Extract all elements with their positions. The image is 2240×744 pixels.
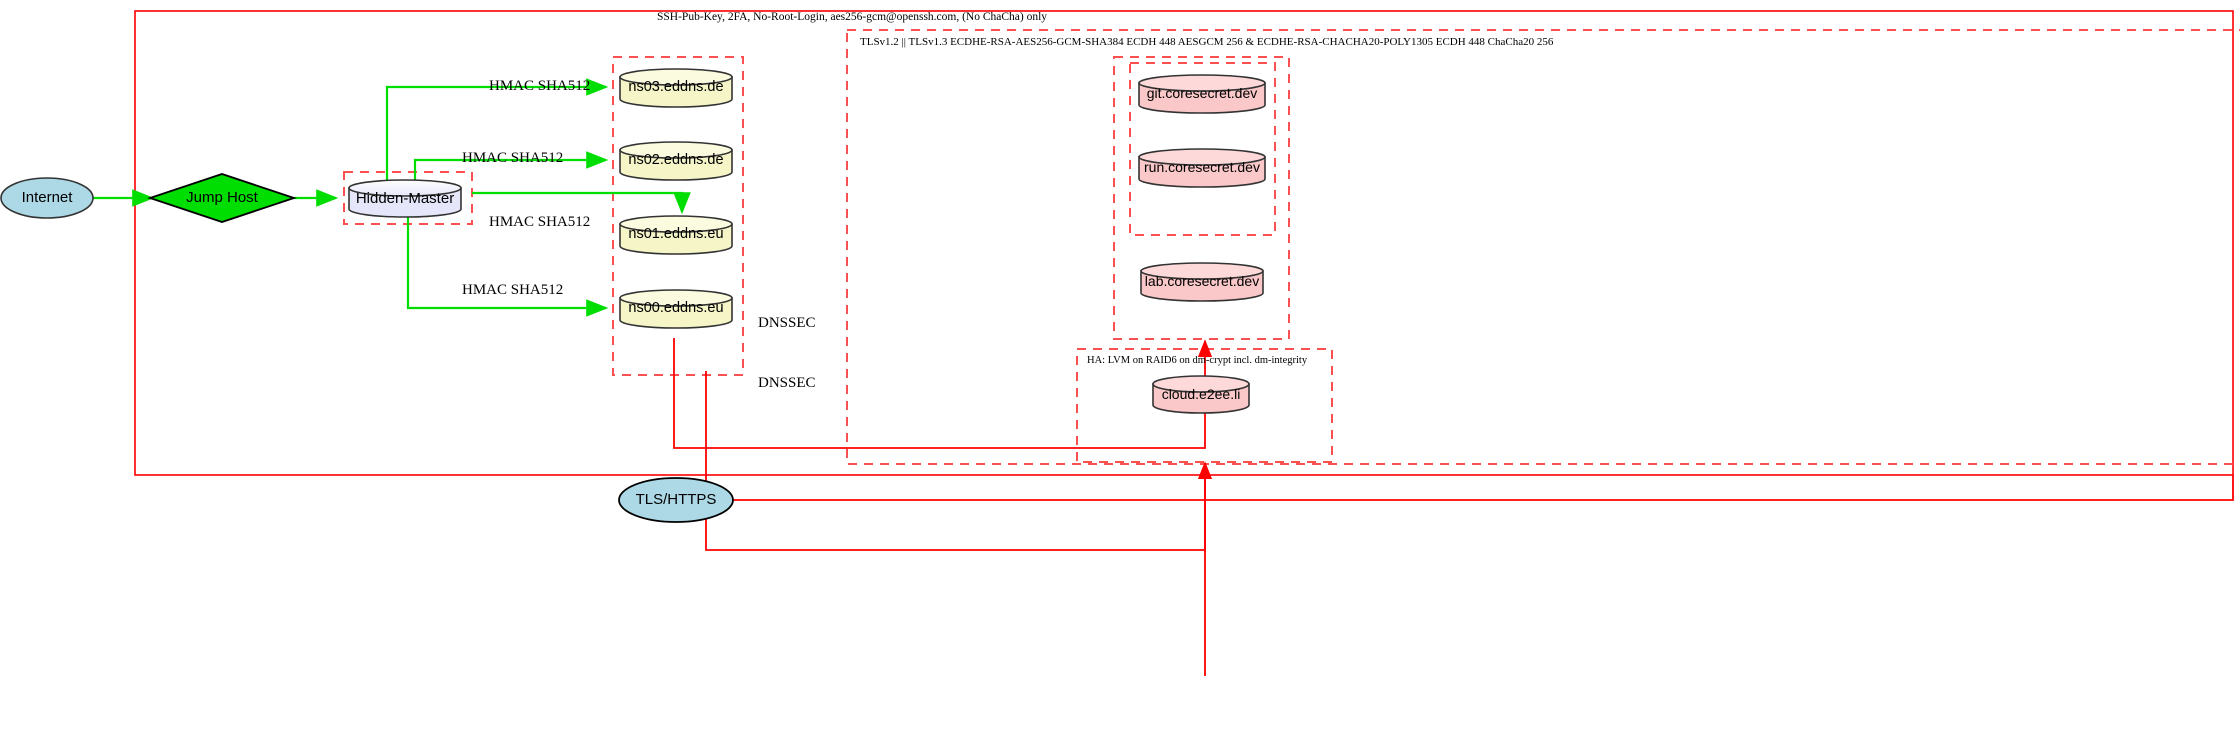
edge-hiddenmaster-ns03	[385, 78, 609, 182]
node-label-ns03: ns03.eddns.de	[628, 79, 724, 95]
ssh-zone-note: SSH-Pub-Key, 2FA, No-Root-Login, aes256-…	[657, 11, 1048, 23]
node-label-cloud-e2ee: cloud.e2ee.li	[1161, 386, 1241, 402]
node-ns03[interactable]	[619, 68, 733, 108]
node-label-run-coresecret: run.coresecret.dev	[1144, 159, 1260, 175]
node-lab-coresecret[interactable]	[1140, 262, 1264, 302]
node-internet[interactable]	[0, 177, 94, 219]
edge-label-hmac-1: HMAC SHA512	[489, 78, 591, 94]
edge-label-dnssec-1: DNSSEC	[758, 315, 816, 331]
edge-dnssec-ha-cloud	[705, 371, 1213, 551]
node-label-hidden-master: Hidden-Master	[355, 190, 455, 207]
edge-label-hmac-4: HMAC SHA512	[462, 282, 564, 298]
node-ns02[interactable]	[619, 141, 733, 181]
node-ns01[interactable]	[619, 215, 733, 255]
node-label-lab-coresecret: lab.coresecret.dev	[1144, 273, 1260, 289]
edge-hiddenmaster-ns00	[406, 214, 609, 317]
ha-cloud-dashed-box	[1076, 348, 1333, 463]
node-cloud-e2ee[interactable]	[1152, 375, 1250, 414]
node-tls-https[interactable]	[618, 477, 734, 523]
edge-hiddenmaster-ns01	[472, 191, 691, 215]
node-label-ns02: ns02.eddns.de	[628, 152, 724, 168]
node-git-coresecret[interactable]	[1138, 74, 1266, 114]
tls-zone-note: TLSv1.2 || TLSv1.3 ECDHE-RSA-AES256-GCM-…	[860, 36, 1554, 48]
node-run-coresecret[interactable]	[1138, 148, 1266, 188]
node-hidden-master[interactable]	[348, 179, 462, 218]
node-label-internet: Internet	[21, 189, 73, 206]
edge-tlshttps-right	[733, 475, 2234, 501]
edge-label-hmac-3: HMAC SHA512	[489, 214, 591, 230]
node-label-jump-host: Jump Host	[186, 189, 258, 206]
ha-cloud-note: HA: LVM on RAID6 on dm-crypt incl. dm-in…	[1087, 355, 1308, 366]
coresecret-outer-dashed-box	[1113, 56, 1290, 340]
node-ns00[interactable]	[619, 289, 733, 329]
ssh-zone-frame	[134, 10, 2234, 476]
coresecret-inner-dashed-box	[1129, 62, 1276, 236]
edge-label-hmac-2: HMAC SHA512	[462, 150, 564, 166]
node-jump-host[interactable]	[147, 173, 297, 223]
node-label-tls-https: TLS/HTTPS	[635, 491, 717, 508]
tls-zone-dashed-box	[846, 29, 2240, 465]
node-label-git-coresecret: git.coresecret.dev	[1146, 85, 1258, 101]
node-label-ns01: ns01.eddns.eu	[628, 226, 724, 242]
edge-label-dnssec-2: DNSSEC	[758, 375, 816, 391]
edge-hiddenmaster-ns02	[413, 151, 609, 182]
node-label-ns00: ns00.eddns.eu	[628, 300, 724, 316]
nameserver-group-dashed-box	[612, 56, 744, 376]
